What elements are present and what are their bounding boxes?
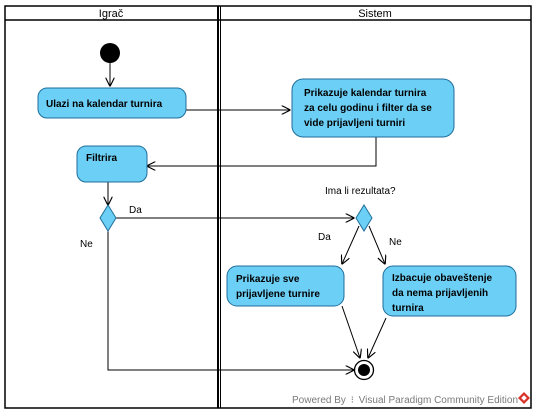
- decision-node-left: [99, 204, 117, 232]
- action-izbacuje-line-3: turnira: [392, 303, 424, 314]
- final-node: [353, 359, 375, 381]
- action-prikazuje-sve: Prikazuje sve prijavljene turnire: [226, 265, 345, 307]
- lane-title-igrac: Igrač: [99, 8, 124, 20]
- watermark-product: Visual Paradigm Community Edition: [359, 395, 518, 406]
- watermark-separator: ⁝: [351, 395, 354, 406]
- svg-text:Powered By ⁝ Visua: Powered By ⁝ Visual Paradigm Community E…: [292, 395, 518, 406]
- swimlane-container: [4, 5, 532, 409]
- action-prikazuje-kalendar-line-1: Prikazuje kalendar turnira: [304, 88, 427, 99]
- action-ulazi-label: Ulazi na kalendar turnira: [46, 99, 163, 110]
- action-prikazuje-sve-line-1: Prikazuje sve: [236, 274, 300, 285]
- action-izbacuje-line-2: da nema prijavljenih: [392, 288, 488, 299]
- watermark: Powered By ⁝ Visual Paradigm Community E…: [292, 392, 530, 406]
- edge-decision2-da: [342, 225, 360, 264]
- edge-label-right-da: Da: [318, 232, 331, 243]
- decision-node-right: [355, 204, 373, 232]
- edge-prikazuje-sve-to-final: [341, 305, 360, 358]
- edge-decision2-ne: [368, 225, 385, 264]
- edge-label-right-ne: Ne: [389, 237, 402, 248]
- lane-title-sistem: Sistem: [358, 8, 392, 20]
- action-izbacuje-line-1: Izbacuje obaveštenje: [392, 273, 492, 284]
- decision-question: Ima li rezultata?: [325, 186, 396, 197]
- action-izbacuje: Izbacuje obaveštenje da nema prijavljeni…: [382, 265, 517, 317]
- action-ulazi: Ulazi na kalendar turnira: [37, 87, 187, 119]
- action-prikazuje-sve-line-2: prijavljene turnire: [236, 289, 320, 300]
- action-prikazuje-kalendar-line-2: za celu godinu i filter da se: [304, 103, 432, 114]
- edge-label-left-da: Da: [129, 205, 142, 216]
- action-prikazuje-kalendar: Prikazuje kalendar turnira za celu godin…: [291, 78, 455, 138]
- visual-paradigm-logo-icon: [518, 392, 530, 404]
- edges: [107, 63, 387, 370]
- action-filtrira-label: Filtrira: [86, 153, 118, 164]
- edge-decision-ne: [107, 231, 354, 370]
- edge-prikazuje-kalendar-to-filtrira: [147, 137, 377, 166]
- edge-label-left-ne: Ne: [80, 239, 93, 250]
- watermark-prefix: Powered By: [292, 395, 346, 406]
- initial-node: [100, 43, 120, 63]
- edge-izbacuje-to-final: [368, 317, 387, 358]
- action-prikazuje-kalendar-line-3: vide prijavljeni turniri: [304, 118, 405, 129]
- action-filtrira: Filtrira: [76, 145, 148, 183]
